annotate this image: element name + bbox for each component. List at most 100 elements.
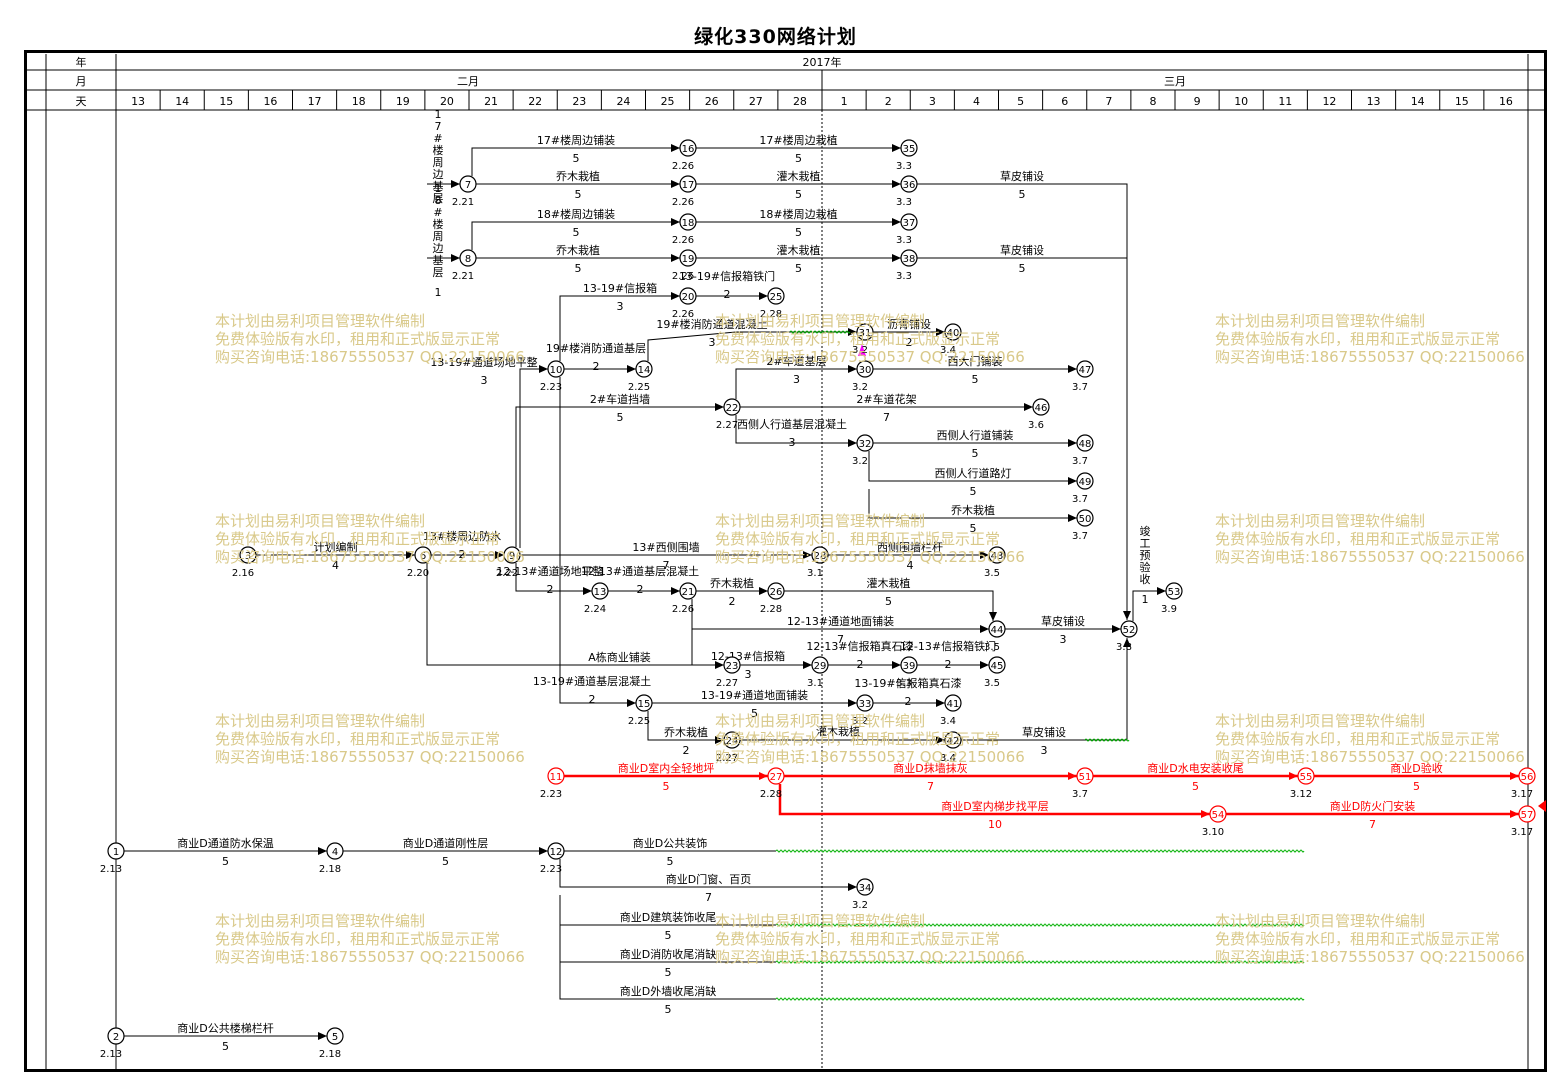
node-circle[interactable] [239, 546, 257, 564]
node-circle[interactable] [1076, 360, 1094, 378]
node-circle[interactable] [767, 767, 785, 785]
activity-arrow[interactable] [559, 377, 636, 704]
node-circle[interactable] [1076, 434, 1094, 452]
node-circle[interactable] [1518, 767, 1536, 785]
node-circle[interactable] [944, 323, 962, 341]
node-date: 3.3 [896, 678, 912, 689]
node-circle[interactable] [326, 842, 344, 860]
activity-name: 商业D外墙收尾消缺 [620, 984, 716, 998]
node-circle[interactable] [723, 731, 741, 749]
node-circle[interactable] [547, 842, 565, 860]
activity-duration: 5 [795, 226, 802, 239]
node-circle[interactable] [1518, 805, 1536, 823]
activity-arrow[interactable] [471, 221, 680, 250]
node-circle[interactable] [635, 360, 653, 378]
activity-arrow[interactable] [735, 415, 857, 444]
node-circle[interactable] [1120, 620, 1138, 638]
float-line [775, 997, 1305, 1001]
node-circle[interactable] [767, 582, 785, 600]
node-circle[interactable] [503, 546, 521, 564]
activity-arrow[interactable] [1132, 590, 1166, 621]
node-circle[interactable] [679, 249, 697, 267]
activity-duration: 5 [885, 595, 892, 608]
node-circle[interactable] [1209, 805, 1227, 823]
node-circle[interactable] [856, 694, 874, 712]
node-circle[interactable] [856, 323, 874, 341]
activity-arrow[interactable] [691, 599, 724, 666]
node-id: 52 [1123, 625, 1136, 636]
node-circle[interactable] [326, 1027, 344, 1045]
activity-name: # [433, 132, 442, 145]
node-id: 1 [113, 847, 119, 858]
node-circle[interactable] [679, 287, 697, 305]
activity-name: 12-13#信报箱真石漆 [806, 639, 913, 653]
node-circle[interactable] [547, 360, 565, 378]
node-circle[interactable] [900, 139, 918, 157]
node-circle[interactable] [591, 582, 609, 600]
activity-arrow[interactable] [917, 183, 1128, 620]
activity-arrow[interactable] [559, 295, 680, 361]
activity-arrow[interactable] [515, 563, 592, 592]
node-circle[interactable] [900, 249, 918, 267]
activity-arrow[interactable] [778, 784, 1210, 816]
activity-arrow[interactable] [868, 451, 1077, 482]
node-circle[interactable] [679, 213, 697, 231]
node-circle[interactable] [547, 767, 565, 785]
node-circle[interactable] [944, 731, 962, 749]
node-circle[interactable] [679, 175, 697, 193]
node-circle[interactable] [635, 694, 653, 712]
activity-arrow[interactable] [515, 406, 724, 547]
node-circle[interactable] [900, 213, 918, 231]
activity-arrow[interactable] [559, 962, 776, 1000]
activity-arrow[interactable] [647, 711, 724, 741]
node-circle[interactable] [988, 546, 1006, 564]
node-circle[interactable] [856, 434, 874, 452]
node-circle[interactable] [900, 656, 918, 674]
node-circle[interactable] [988, 620, 1006, 638]
arrow-head [539, 365, 548, 373]
node-id: 12 [550, 847, 563, 858]
node-circle[interactable] [1076, 767, 1094, 785]
node-date: 2.22 [496, 568, 518, 579]
activity-arrow[interactable] [559, 859, 857, 888]
node-circle[interactable] [1032, 398, 1050, 416]
activity-duration: 5 [617, 411, 624, 424]
node-circle[interactable] [767, 287, 785, 305]
node-circle[interactable] [1076, 472, 1094, 490]
node-circle[interactable] [679, 582, 697, 600]
node-circle[interactable] [900, 175, 918, 193]
activity-arrow[interactable] [426, 563, 812, 666]
node-circle[interactable] [459, 249, 477, 267]
node-circle[interactable] [944, 694, 962, 712]
node-circle[interactable] [988, 656, 1006, 674]
arrow-head [318, 847, 327, 855]
arrow-head [980, 625, 989, 633]
node-circle[interactable] [856, 878, 874, 896]
node-circle[interactable] [414, 546, 432, 564]
node-circle[interactable] [107, 1027, 125, 1045]
node-circle[interactable] [1297, 767, 1315, 785]
activity-arrow[interactable] [471, 147, 680, 176]
node-circle[interactable] [811, 546, 829, 564]
activity-arrow[interactable] [868, 489, 1077, 519]
float-line [1084, 738, 1130, 742]
activity-arrow[interactable] [735, 368, 857, 399]
arrow-head [803, 551, 812, 559]
node-circle[interactable] [459, 175, 477, 193]
node-circle[interactable] [811, 656, 829, 674]
node-circle[interactable] [679, 139, 697, 157]
header-row-label-year: 年 [76, 55, 87, 69]
node-circle[interactable] [107, 842, 125, 860]
activity-arrow[interactable] [784, 590, 994, 621]
activity-arrow[interactable] [519, 368, 548, 548]
node-circle[interactable] [1165, 582, 1183, 600]
node-circle[interactable] [723, 656, 741, 674]
activity-arrow[interactable] [961, 638, 1128, 741]
node-circle[interactable] [723, 398, 741, 416]
node-circle[interactable] [1076, 509, 1094, 527]
activity-name: 1 [435, 108, 442, 121]
node-circle[interactable] [856, 360, 874, 378]
node-date: 3.2 [852, 456, 868, 467]
activity-name: 17#楼周边铺装 [537, 133, 615, 147]
